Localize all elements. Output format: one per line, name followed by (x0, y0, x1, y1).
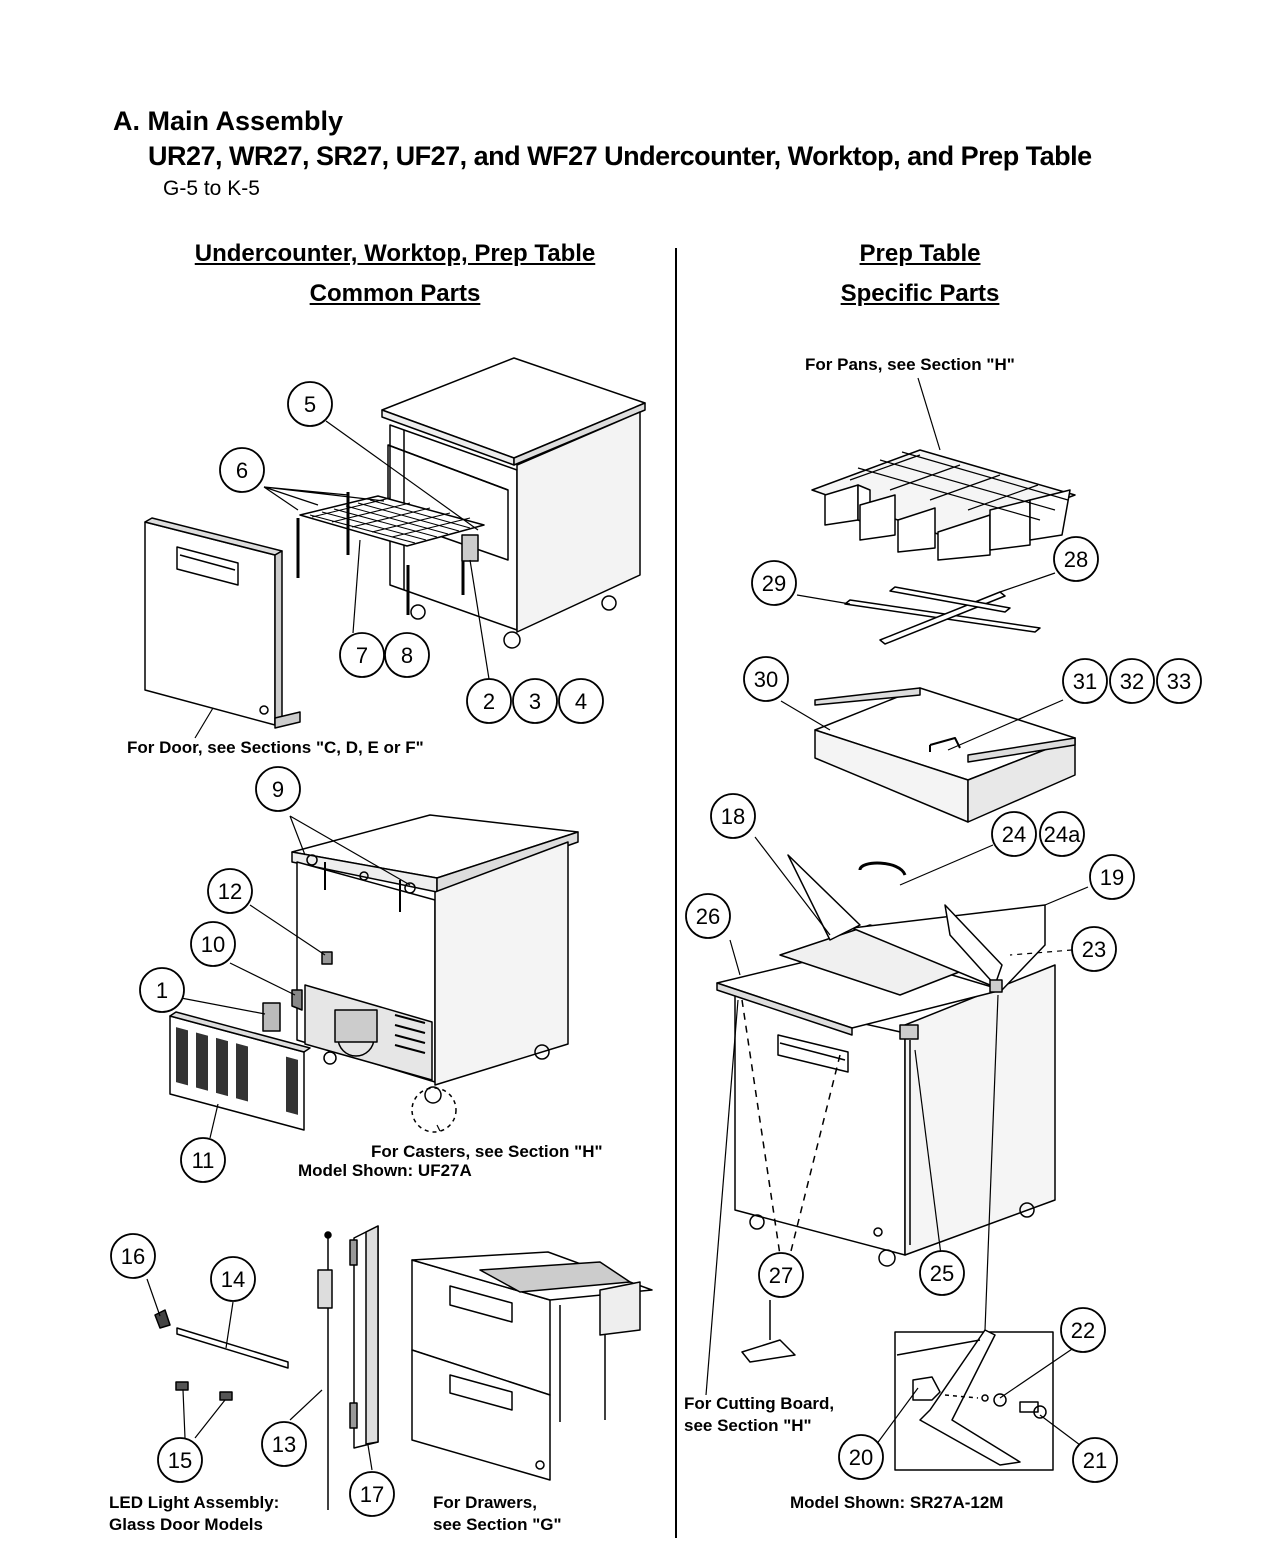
section-title: A. Main Assembly (113, 106, 344, 136)
svg-text:24: 24 (1002, 822, 1026, 847)
svg-text:3: 3 (529, 689, 541, 714)
svg-text:20: 20 (849, 1445, 873, 1470)
drawers-note-line1: For Drawers, (433, 1493, 537, 1512)
svg-text:26: 26 (696, 904, 720, 929)
svg-text:2: 2 (483, 689, 495, 714)
svg-text:22: 22 (1071, 1318, 1095, 1343)
svg-text:5: 5 (304, 392, 316, 417)
svg-text:17: 17 (360, 1482, 384, 1507)
callout-21: 21 (1072, 1437, 1118, 1483)
callout-10: 10 (190, 921, 236, 967)
callout-18: 18 (710, 793, 756, 839)
callout-32: 32 (1109, 658, 1155, 704)
svg-text:19: 19 (1100, 865, 1124, 890)
callout-3: 3 (512, 678, 558, 724)
left-heading-line2: Common Parts (309, 280, 481, 307)
led-light-parts (154, 1225, 379, 1510)
callout-7: 7 (339, 632, 385, 678)
svg-text:4: 4 (575, 689, 587, 714)
callout-24a: 24a (1039, 811, 1085, 857)
callout-20: 20 (838, 1434, 884, 1480)
svg-text:33: 33 (1167, 669, 1191, 694)
svg-text:27: 27 (769, 1263, 793, 1288)
serial-range: G-5 to K-5 (163, 177, 260, 200)
svg-text:1: 1 (156, 978, 168, 1003)
undercounter-cabinet-top (381, 357, 646, 649)
callout-19: 19 (1089, 854, 1135, 900)
svg-text:11: 11 (192, 1148, 215, 1173)
callout-23: 23 (1071, 926, 1117, 972)
drawers-note-line2: see Section "G" (433, 1515, 562, 1534)
svg-text:30: 30 (754, 667, 778, 692)
callout-9: 9 (255, 766, 301, 812)
svg-text:9: 9 (272, 777, 284, 802)
callout-12: 12 (207, 868, 253, 914)
svg-text:10: 10 (201, 932, 225, 957)
callout-13: 13 (261, 1421, 307, 1467)
svg-text:8: 8 (401, 643, 413, 668)
prep-table-cabinet (716, 854, 1056, 1363)
callout-33: 33 (1156, 658, 1202, 704)
pans-note: For Pans, see Section "H" (805, 355, 1015, 374)
svg-text:32: 32 (1120, 669, 1144, 694)
callout-29: 29 (751, 560, 797, 606)
pan-tray (814, 687, 1076, 823)
callout-28: 28 (1053, 536, 1099, 582)
callout-8: 8 (384, 632, 430, 678)
undercounter-cabinet-rear (262, 814, 579, 1133)
callout-4: 4 (558, 678, 604, 724)
callout-17: 17 (349, 1471, 395, 1517)
callout-26: 26 (685, 893, 731, 939)
callout-6: 6 (219, 447, 265, 493)
pan-rack (811, 449, 1076, 561)
svg-text:16: 16 (121, 1244, 145, 1269)
callout-22: 22 (1060, 1307, 1106, 1353)
cutting-board-note-line2: see Section "H" (684, 1416, 812, 1435)
model-list-title: UR27, WR27, SR27, UF27, and WF27 Underco… (148, 141, 1092, 171)
callout-31: 31 (1062, 658, 1108, 704)
callout-16: 16 (110, 1233, 156, 1279)
svg-text:18: 18 (721, 804, 745, 829)
svg-text:13: 13 (272, 1432, 296, 1457)
svg-text:12: 12 (218, 879, 242, 904)
model-shown-right: Model Shown: SR27A-12M (790, 1493, 1004, 1512)
svg-text:24a: 24a (1044, 822, 1081, 847)
svg-text:28: 28 (1064, 547, 1088, 572)
callout-5: 5 (287, 381, 333, 427)
wire-shelf (296, 492, 485, 615)
cutting-board-note-line1: For Cutting Board, (684, 1394, 835, 1413)
caster-detail-inset (894, 1329, 1054, 1471)
door-panel-upper (144, 517, 301, 729)
callout-14: 14 (210, 1256, 256, 1302)
drawer-assembly (411, 1251, 653, 1481)
front-grille (169, 1011, 311, 1131)
callout-15: 15 (157, 1437, 203, 1483)
callout-27: 27 (758, 1252, 804, 1298)
svg-text:25: 25 (930, 1261, 954, 1286)
door-note: For Door, see Sections "C, D, E or F" (127, 738, 424, 757)
casters-note: For Casters, see Section "H" (371, 1142, 603, 1161)
model-shown-left: Model Shown: UF27A (298, 1161, 472, 1180)
svg-text:15: 15 (168, 1448, 192, 1473)
pan-dividers (844, 586, 1041, 645)
callout-30: 30 (743, 656, 789, 702)
svg-text:31: 31 (1073, 669, 1097, 694)
right-heading-line2: Specific Parts (840, 280, 1000, 307)
svg-text:6: 6 (236, 458, 248, 483)
callout-11: 11 (180, 1137, 226, 1183)
right-heading-line1: Prep Table (859, 240, 981, 267)
svg-text:7: 7 (356, 643, 368, 668)
svg-text:14: 14 (221, 1267, 245, 1292)
callout-25: 25 (919, 1250, 965, 1296)
callout-1: 1 (139, 967, 185, 1013)
svg-text:23: 23 (1082, 937, 1106, 962)
led-note-line1: LED Light Assembly: (109, 1493, 280, 1512)
left-heading-line1: Undercounter, Worktop, Prep Table (194, 240, 596, 267)
svg-text:29: 29 (762, 571, 786, 596)
callout-2: 2 (466, 678, 512, 724)
svg-text:21: 21 (1083, 1448, 1107, 1473)
callout-24: 24 (991, 811, 1037, 857)
led-note-line2: Glass Door Models (109, 1515, 263, 1534)
